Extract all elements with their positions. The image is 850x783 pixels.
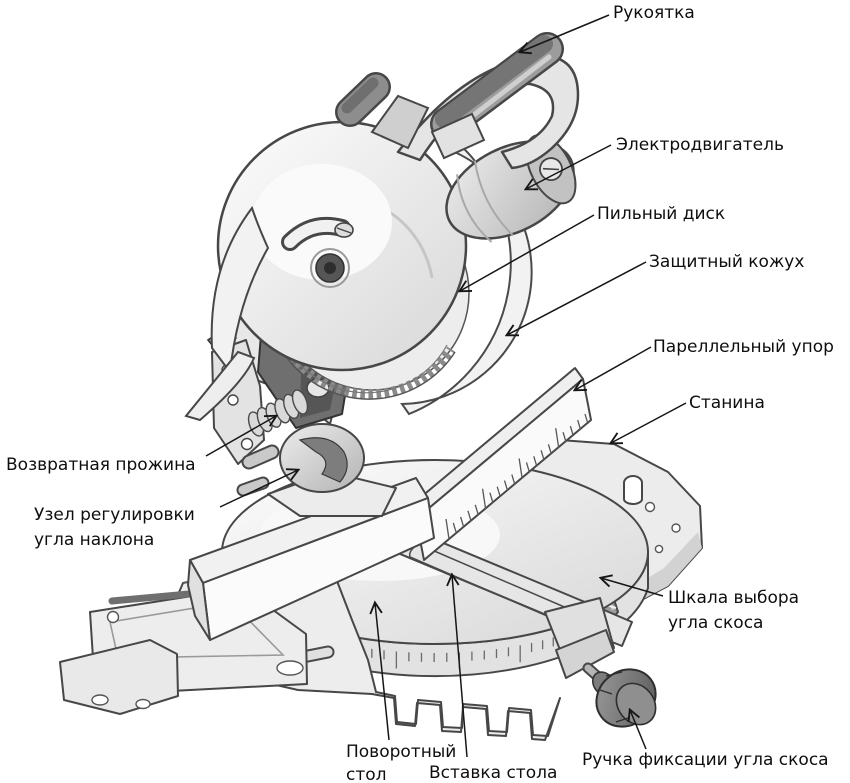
left-foot [59, 639, 179, 715]
leader-handle [520, 14, 610, 52]
tick [511, 474, 516, 485]
tick [569, 425, 574, 437]
foot-hole [91, 694, 109, 706]
leader-insert [452, 575, 468, 758]
label-insert: Вставка стола [429, 763, 557, 783]
fence [187, 367, 592, 641]
tick [445, 518, 450, 540]
motor-band [456, 160, 514, 243]
leader-bevel [219, 470, 298, 508]
linkage-screw [240, 437, 254, 451]
leader-fence [575, 346, 652, 390]
tick [474, 504, 479, 515]
arbor-ring [310, 248, 350, 288]
miter-saw-figure [59, 32, 703, 741]
leader-guard [507, 261, 647, 335]
leader-scale [601, 578, 664, 597]
leader-knob [630, 710, 647, 750]
tick [584, 413, 589, 425]
fence-right-face [415, 378, 592, 561]
fence-left-end [187, 559, 211, 641]
arbor-bolt [324, 262, 336, 274]
tick [503, 480, 509, 491]
tick [533, 456, 538, 467]
knob-face [615, 682, 657, 726]
leader-motor [526, 144, 612, 189]
tick [562, 431, 567, 443]
label-motor: Электродвигатель [616, 135, 784, 155]
motor [445, 133, 577, 243]
bed-screw [644, 501, 656, 513]
tick [489, 492, 494, 503]
label-blade: Пильный диск [597, 204, 725, 224]
label-spring: Возвратная прожина [6, 455, 196, 475]
tick [525, 462, 531, 473]
tick [540, 450, 545, 461]
spring-coil [291, 389, 309, 415]
foot-hole [135, 698, 151, 710]
keyhole-slot [623, 475, 643, 505]
labels: Рукоятка Электродвигатель Пильный диск З… [6, 3, 834, 783]
front-knob-stripe [341, 77, 379, 114]
tick [460, 516, 465, 528]
lock-knob-assembly [544, 597, 657, 728]
motor-screw-slot [542, 167, 560, 171]
leader-table [375, 603, 390, 741]
label-bevel-line2: угла наклона [34, 530, 154, 550]
blade-guard [184, 120, 533, 422]
bevel-drum [279, 423, 365, 493]
guard-spike [184, 350, 256, 422]
tick [555, 428, 560, 449]
insert-slot [408, 543, 578, 626]
leader-blade [460, 214, 595, 291]
label-scale-line2: угла скоса [668, 613, 763, 633]
leader-spring [205, 416, 276, 457]
handle [335, 32, 580, 170]
label-knob: Ручка фиксации угла скоса [582, 750, 829, 770]
label-handle: Рукоятка [613, 3, 695, 23]
tick [547, 444, 553, 455]
tick [467, 510, 472, 522]
tick [518, 458, 523, 479]
handle-grip-top [435, 35, 553, 128]
wing-hole [106, 610, 120, 624]
leader-lines [205, 14, 687, 758]
wing-hole [276, 660, 304, 676]
label-guard: Защитный кожух [649, 252, 804, 272]
tick [577, 419, 582, 431]
trigger-block [430, 112, 486, 160]
bed-screw [654, 544, 664, 554]
label-bevel-line1: Узел регулировки [34, 505, 195, 525]
guard-beak-arm [210, 205, 270, 375]
bed-screw [671, 523, 681, 533]
handle-side-plate [370, 94, 430, 150]
slot-screw-line [336, 227, 352, 234]
linkage-screw [227, 394, 239, 406]
wing-rib [109, 601, 285, 659]
leader-bed [611, 402, 687, 443]
clamp-front [555, 629, 615, 679]
tick [496, 486, 501, 497]
label-table-line1: Поворотный [346, 742, 456, 762]
label-table-line2: стол [346, 765, 387, 783]
pin-cylinder [238, 478, 268, 495]
tick [481, 488, 487, 509]
label-bed: Станина [689, 393, 765, 413]
label-scale-line1: Шкала выбора [668, 588, 799, 608]
label-fence: Пареллельный упор [653, 337, 834, 357]
pin-cylinder [243, 446, 278, 468]
knob-facets [599, 671, 629, 723]
drum-slot [298, 437, 348, 483]
tick [452, 522, 457, 534]
fence-ruler-ticks [445, 413, 589, 540]
